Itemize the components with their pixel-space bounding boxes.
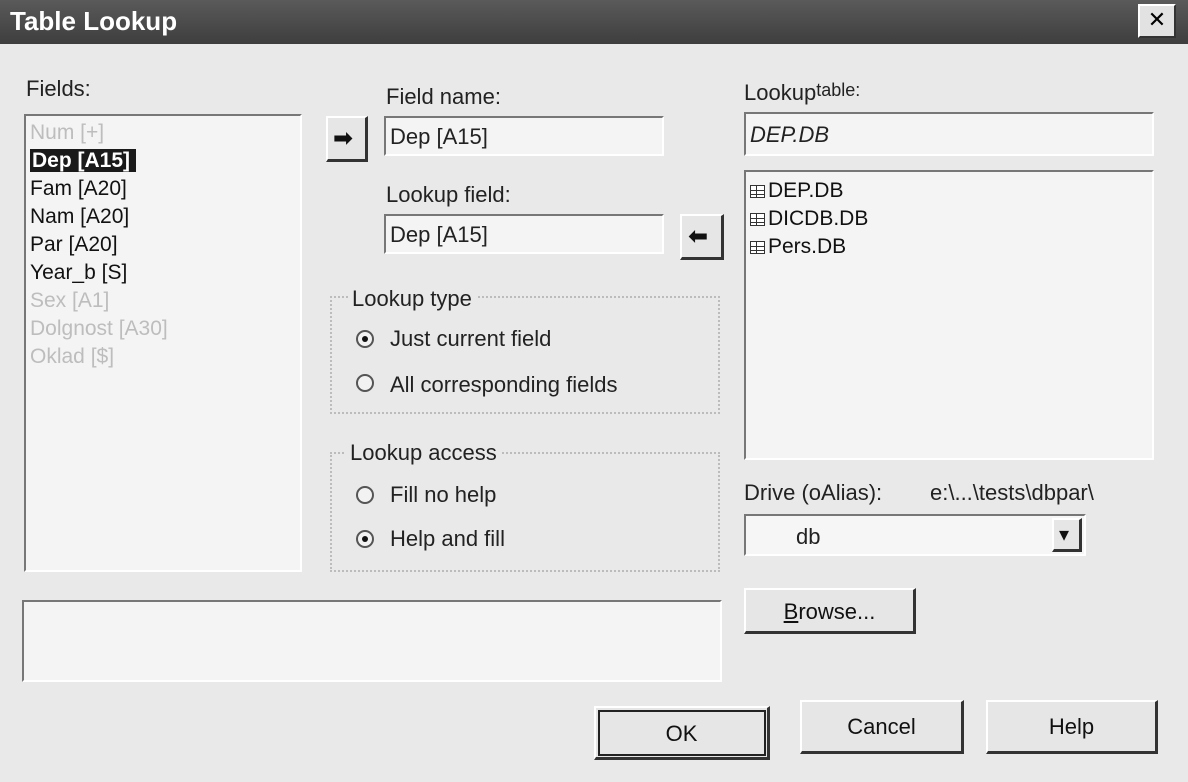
table-icon — [750, 240, 765, 254]
fields-list-item[interactable]: Dep [A15] — [30, 148, 137, 174]
help-and-fill-label: Help and fill — [390, 526, 505, 551]
browse-button-label: Browse... — [783, 599, 876, 624]
browse-button[interactable]: Browse... — [744, 588, 916, 634]
fields-list-item[interactable]: Year_b [S] — [30, 260, 127, 286]
lookup-table-input[interactable]: DEP.DB — [744, 112, 1154, 156]
field-item-label: Nam [A20] — [30, 205, 130, 228]
cancel-button-label: Cancel — [847, 714, 916, 739]
lookup-table-label: Lookuptable: — [744, 80, 861, 105]
lookup-field-label: Lookup field: — [386, 182, 511, 207]
drive-select[interactable]: db ▾ — [744, 514, 1086, 556]
fields-list[interactable]: Num [+] Dep [A15] Fam [A20] Nam [A20] Par [A… — [24, 114, 302, 572]
radio-just-current-field[interactable] — [356, 330, 374, 348]
chevron-down-icon: ▾ — [1059, 524, 1070, 546]
fields-list-item[interactable]: Num [+] — [30, 120, 104, 146]
select-table-button[interactable]: ⬅ — [680, 214, 724, 260]
field-item-label: Num [+] — [30, 121, 105, 144]
ok-button-label: OK — [665, 721, 698, 746]
status-box — [22, 600, 722, 682]
lookup-access-group — [330, 452, 720, 572]
help-button-label: Help — [1048, 714, 1095, 739]
lookup-table-value: DEP.DB — [750, 122, 830, 147]
fields-list-item[interactable]: Par [A20] — [30, 232, 118, 258]
fields-label: Fields: — [26, 76, 91, 101]
table-list-item[interactable]: DEP.DB — [750, 178, 843, 204]
table-item-label: DEP.DB — [768, 179, 844, 202]
table-item-label: DICDB.DB — [768, 207, 869, 230]
field-item-label: Fam [A20] — [30, 177, 127, 200]
just-current-field-label: Just current field — [390, 326, 552, 351]
window-title: Table Lookup — [10, 6, 178, 36]
table-list-item[interactable]: DICDB.DB — [750, 206, 868, 232]
fields-list-item[interactable]: Dolgnost [A30] — [30, 316, 168, 342]
fields-list-item[interactable]: Oklad [$] — [30, 344, 114, 370]
fields-list-item[interactable]: Sex [A1] — [30, 288, 109, 314]
lookup-field-input[interactable]: Dep [A15] — [384, 214, 664, 254]
close-button[interactable]: ✕ — [1138, 4, 1176, 38]
field-name-value: Dep [A15] — [390, 124, 488, 149]
radio-all-corresponding-fields[interactable] — [356, 374, 374, 392]
tables-list[interactable]: DEP.DB DICDB.DB Pers.DB — [744, 170, 1154, 460]
radio-fill-no-help[interactable] — [356, 486, 374, 504]
table-icon — [750, 212, 765, 226]
lookup-field-value: Dep [A15] — [390, 222, 488, 247]
arrow-left-icon: ⬅ — [688, 222, 709, 250]
field-item-label: Year_b [S] — [30, 261, 128, 284]
fields-list-item[interactable]: Nam [A20] — [30, 204, 129, 230]
help-button[interactable]: Help — [986, 700, 1158, 754]
field-item-label: Sex [A1] — [30, 289, 110, 312]
lookup-type-group — [330, 296, 720, 414]
close-icon: ✕ — [1147, 8, 1167, 33]
lookup-access-legend: Lookup access — [346, 440, 501, 466]
fields-list-item[interactable]: Fam [A20] — [30, 176, 127, 202]
field-item-label: Par [A20] — [30, 233, 118, 256]
ok-button[interactable]: OK — [594, 706, 770, 760]
title-bar: Table Lookup ✕ — [0, 0, 1188, 44]
field-name-label: Field name: — [386, 84, 501, 109]
field-name-input[interactable]: Dep [A15] — [384, 116, 664, 156]
fill-no-help-label: Fill no help — [390, 482, 497, 507]
field-item-label: Oklad [$] — [30, 345, 115, 368]
radio-help-and-fill[interactable] — [356, 530, 374, 548]
drive-select-value: db — [796, 524, 821, 549]
cancel-button[interactable]: Cancel — [800, 700, 964, 754]
lookup-type-legend: Lookup type — [348, 286, 476, 312]
current-path: e:\...\tests\dbpar\ — [930, 480, 1094, 505]
field-item-label: Dolgnost [A30] — [30, 317, 168, 340]
table-list-item[interactable]: Pers.DB — [750, 234, 846, 260]
drive-alias-label: Drive (oAlias): — [744, 480, 883, 505]
drive-dropdown-button[interactable]: ▾ — [1052, 518, 1082, 552]
field-item-label: Dep [A15] — [30, 149, 137, 172]
arrow-right-icon: ➡ — [333, 124, 354, 152]
table-item-label: Pers.DB — [768, 235, 847, 258]
all-corresponding-fields-label: All corresponding fields — [390, 372, 618, 397]
add-field-button[interactable]: ➡ — [326, 116, 368, 162]
table-icon — [750, 184, 765, 198]
